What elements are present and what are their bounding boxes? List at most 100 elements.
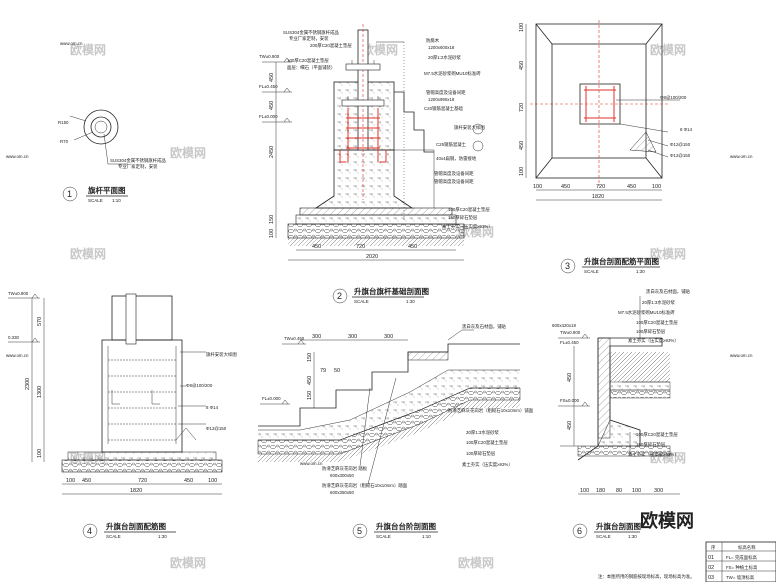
svg-text:100厚C20混凝土垫层: 100厚C20混凝土垫层 (636, 431, 678, 438)
svg-text:FL= 完成面标高: FL= 完成面标高 (726, 554, 757, 561)
svg-text:素土夯实（压实度≥93%）: 素土夯实（压实度≥93%） (628, 451, 679, 458)
title-3-scale-label: SCALE (584, 269, 599, 274)
svg-text:100: 100 (533, 184, 542, 190)
svg-text:100厚C20混凝土垫层: 100厚C20混凝土垫层 (448, 206, 490, 213)
svg-text:FS±0.000: FS±0.000 (560, 398, 580, 403)
svg-text:防滑芝麻灰花岗岩（粗糙石10x10mm）铺面: 防滑芝麻灰花岗岩（粗糙石10x10mm）铺面 (448, 407, 534, 414)
svg-text:FL±0.000: FL±0.000 (262, 396, 281, 401)
watermark-logo: 欧模网 (70, 42, 106, 57)
svg-text:200厚C20混凝土垫层: 200厚C20混凝土垫层 (310, 42, 352, 49)
title-6-text: 升旗台剖面图 (596, 521, 641, 531)
title-6-scale: 1:30 (628, 534, 637, 539)
d4-bottom-dims: 100 450 720 450 100 1820 (62, 478, 222, 495)
svg-text:Φ12@150: Φ12@150 (670, 142, 691, 147)
title-3-scale: 1:30 (636, 269, 645, 274)
d2-tw: TW±0.900 (259, 54, 280, 59)
watermark-logo: 欧模网 (650, 246, 686, 261)
drawing-3-rebar-plan: Φ8@100/200 8 Φ14 Φ12@150 Φ12@150 100 450… (519, 20, 693, 201)
svg-text:02: 02 (708, 565, 714, 571)
svg-text:C20钢筋混凝土基础: C20钢筋混凝土基础 (424, 105, 463, 112)
svg-text:1300: 1300 (37, 386, 43, 398)
svg-text:100厚C20混凝土垫层: 100厚C20混凝土垫层 (636, 319, 678, 326)
drawing-5-steps-section: TW±0.450 FL±0.000 300 300 300 150 450 15… (257, 323, 534, 495)
svg-text:M7.5水泥砂浆砌MU10标准砖: M7.5水泥砂浆砌MU10标准砖 (618, 309, 675, 316)
d6-bottom-dims: 100 180 80 100 300 (578, 488, 680, 495)
title-3-text: 升旗台剖面配筋平面图 (584, 256, 659, 266)
d1-r70: R70 (60, 139, 69, 144)
svg-text:100: 100 (580, 488, 589, 494)
svg-text:150: 150 (269, 215, 275, 224)
title-block-1: 1 旗杆平面图 SCALE 1:10 (62, 185, 128, 203)
d1-note2: 专业厂家定制，安装 (118, 163, 158, 170)
svg-text:100: 100 (208, 478, 217, 484)
svg-text:标高名称: 标高名称 (738, 544, 756, 551)
svg-text:100: 100 (269, 229, 275, 238)
title-6-number: 6 (577, 526, 582, 536)
svg-text:300: 300 (348, 334, 357, 340)
d6-levels: TW±0.900 FL±0.450 FS±0.000 600x420x18 (552, 323, 590, 407)
d2-fl0: FL±0.000 (259, 114, 278, 119)
svg-text:100: 100 (66, 478, 75, 484)
svg-text:20厚1:2水泥砂浆: 20厚1:2水泥砂浆 (428, 54, 462, 61)
svg-text:M7.5水泥砂浆砌MU10标准砖: M7.5水泥砂浆砌MU10标准砖 (424, 70, 481, 77)
drawing-2-foundation-section: TW±0.900 FL±0.450 FL±0.000 450 450 2450 … (259, 24, 493, 261)
title-4-text: 升旗台剖面配筋图 (106, 521, 166, 531)
drawing-6-platform-section: TW±0.900 FL±0.450 FS±0.000 600x420x18 45… (552, 288, 691, 495)
svg-text:150厚碎石垫层: 150厚碎石垫层 (636, 441, 666, 448)
svg-text:600x350x50: 600x350x50 (330, 490, 354, 495)
svg-text:150厚碎石垫层: 150厚碎石垫层 (448, 214, 478, 221)
d2-fl: FL±0.450 (259, 84, 278, 89)
svg-text:Φ8@100/200: Φ8@100/200 (186, 383, 213, 388)
d2-vertical-dims: 450 450 2450 150 100 (269, 62, 277, 238)
svg-text:素土夯实（压实度≥93%）: 素土夯实（压实度≥93%） (628, 337, 679, 344)
d3-rebar-labels: Φ8@100/200 8 Φ14 Φ12@150 Φ12@150 (616, 95, 693, 158)
watermark-url: www.om.cn (730, 154, 753, 159)
title-block-4: 4 升旗台剖面配筋图 SCALE 1:30 (82, 521, 176, 539)
svg-text:450: 450 (269, 101, 275, 110)
svg-text:1820: 1820 (130, 488, 142, 494)
svg-text:450: 450 (269, 73, 275, 82)
svg-text:01: 01 (708, 555, 714, 561)
title-block-5: 5 升旗台台阶剖面图 SCALE 1:10 (352, 521, 438, 539)
svg-text:管帽高度及设备间距: 管帽高度及设备间距 (434, 170, 474, 177)
svg-text:TW±0.900: TW±0.900 (8, 291, 29, 296)
d4-levels: TW±0.900 0.330 (8, 291, 40, 343)
title-5-scale: 1:10 (422, 534, 431, 539)
title-block-6: 6 升旗台剖面图 SCALE 1:30 (572, 521, 641, 539)
title-2-number: 2 (337, 291, 342, 301)
svg-text:TW= 墙顶标高: TW= 墙顶标高 (726, 574, 755, 581)
svg-text:2450: 2450 (269, 146, 275, 158)
svg-text:100厚碎石垫层: 100厚碎石垫层 (466, 450, 496, 457)
d5-notes: 黑白灰及石材面，铺贴 防滑芝麻灰花岗岩（粗糙石10x10mm）铺面 30厚1:3… (322, 323, 534, 495)
svg-text:450: 450 (312, 244, 321, 250)
drawing-4-rebar-section: TW±0.900 0.330 570 1300 2300 100 旗杆安装大样图… (8, 291, 237, 495)
svg-text:30厚1:3水泥砂浆: 30厚1:3水泥砂浆 (466, 429, 500, 436)
svg-text:450: 450 (307, 376, 313, 385)
d4-rebar-labels: 旗杆安装大样图 Φ8@100/200 8 Φ14 Φ12@150 (178, 351, 237, 431)
watermark-url: www.om.cn (300, 461, 323, 466)
d4-left-dims: 570 1300 2300 100 (25, 298, 45, 462)
svg-text:黑白灰及石材面，铺贴: 黑白灰及石材面，铺贴 (462, 323, 507, 330)
svg-text:2020: 2020 (366, 254, 378, 260)
svg-text:FL±0.450: FL±0.450 (560, 340, 579, 345)
watermark-url: www.om.cn (730, 353, 753, 358)
svg-text:450: 450 (408, 244, 417, 250)
svg-text:720: 720 (138, 478, 147, 484)
svg-text:100: 100 (37, 449, 43, 458)
svg-text:防滑芝麻灰花岗岩 踏板: 防滑芝麻灰花岗岩 踏板 (322, 465, 368, 472)
svg-text:FS= 种植土标高: FS= 种植土标高 (726, 564, 758, 571)
title-6-scale-label: SCALE (596, 534, 611, 539)
d2-top-note: SUS304金属不锈钢旗杆成品 (283, 29, 339, 36)
svg-text:03: 03 (708, 575, 714, 581)
svg-text:管帽高度及设备间距: 管帽高度及设备间距 (426, 89, 466, 96)
d3-left-dims: 100 450 720 450 100 (519, 23, 527, 178)
svg-text:100: 100 (652, 184, 661, 190)
svg-text:570: 570 (37, 317, 43, 326)
svg-text:300: 300 (312, 334, 321, 340)
svg-text:100: 100 (632, 488, 641, 494)
svg-text:素土夯实（压实度≥93%）: 素土夯实（压实度≥93%） (442, 223, 493, 230)
svg-text:C25钢筋混凝土: C25钢筋混凝土 (436, 141, 467, 148)
svg-text:2300: 2300 (25, 378, 31, 390)
